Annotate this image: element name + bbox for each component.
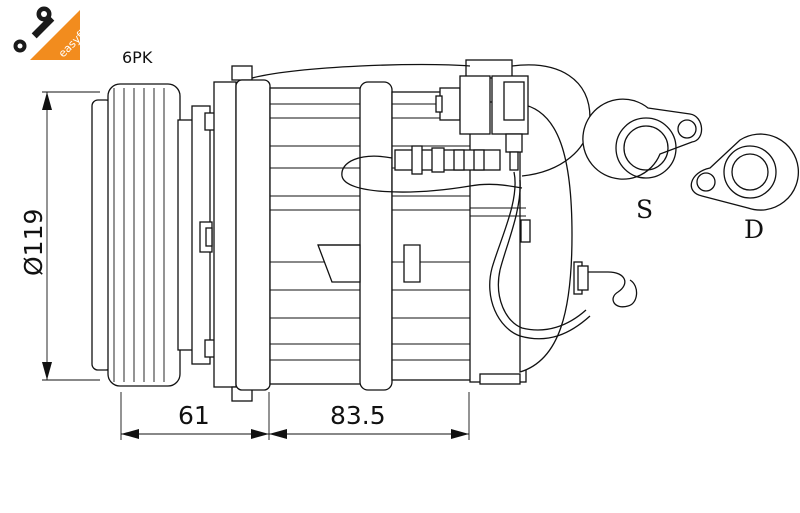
pulley (91, 83, 216, 387)
diameter-label: Ø119 (19, 209, 48, 276)
diameter-dimension: Ø119 (19, 91, 100, 381)
suction-port-label: S (636, 195, 653, 224)
easyfit-logo: easyfit (13, 6, 92, 60)
wrench-icon (13, 6, 55, 53)
suction-port: S (582, 98, 703, 224)
logo-badge (30, 10, 80, 60)
body-length-label: 83.5 (330, 401, 386, 430)
top-fittings (435, 59, 529, 171)
discharge-port: D (690, 133, 800, 244)
length-dimensions: 61 83.5 (120, 392, 470, 440)
discharge-port-label: D (744, 215, 764, 244)
wiring (251, 63, 638, 340)
compressor-body (269, 81, 573, 391)
front-housing (213, 65, 271, 402)
clutch-length-label: 61 (178, 401, 210, 430)
belt-profile-label: 6PK (122, 48, 153, 67)
